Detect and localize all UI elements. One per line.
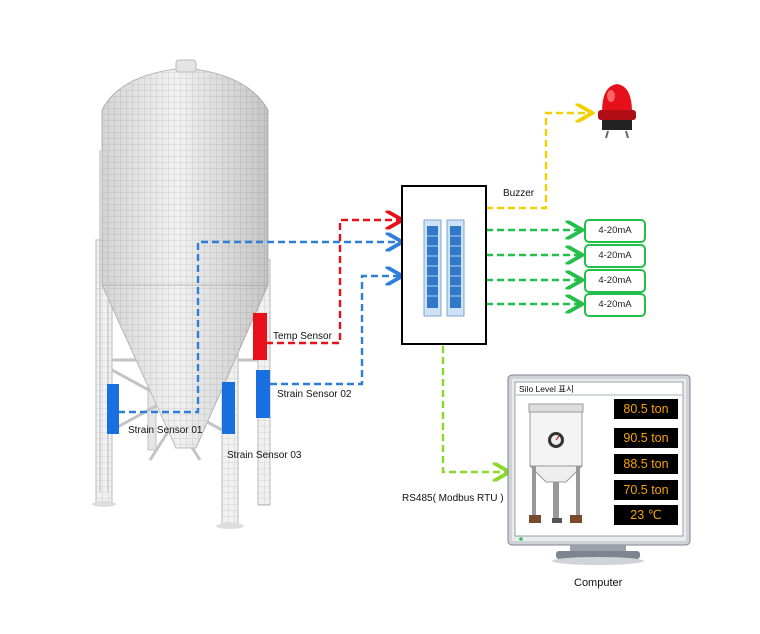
strain-sensor-02-label: Strain Sensor 02 bbox=[277, 389, 352, 400]
buzzer-link bbox=[486, 113, 590, 210]
silo-illustration bbox=[92, 59, 271, 529]
temp-sensor bbox=[253, 313, 267, 360]
connection-lines bbox=[118, 113, 590, 472]
weight-readout: 80.5 ton bbox=[614, 399, 678, 419]
strain-sensor-01-label: Strain Sensor 01 bbox=[128, 425, 203, 436]
output-4-20ma-box: 4-20mA bbox=[584, 269, 646, 293]
controller-box bbox=[401, 185, 487, 345]
strain-sensor-03-label: Strain Sensor 03 bbox=[227, 450, 302, 461]
silo-roof-cap bbox=[175, 59, 197, 73]
strain-sensor-01 bbox=[107, 384, 119, 434]
buzzer-label: Buzzer bbox=[503, 188, 535, 199]
weight-readout: 70.5 ton bbox=[614, 480, 678, 500]
strain-01-link bbox=[118, 242, 400, 414]
computer-caption: Computer bbox=[574, 577, 623, 589]
temp-link bbox=[266, 220, 400, 345]
weight-readout: 90.5 ton bbox=[614, 428, 678, 448]
alarm-light-icon bbox=[598, 84, 636, 139]
strain-sensor-02 bbox=[256, 370, 270, 418]
monitor-title: Silo Level 표시 bbox=[519, 384, 574, 394]
silo-ladder bbox=[99, 150, 109, 492]
temperature-readout: 23 ℃ bbox=[614, 505, 678, 525]
weight-readout: 88.5 ton bbox=[614, 454, 678, 474]
output-4-20ma-box: 4-20mA bbox=[584, 244, 646, 268]
rs485-label: RS485( Modbus RTU ) bbox=[402, 493, 504, 504]
output-4-20ma-box: 4-20mA bbox=[584, 293, 646, 317]
output-4-20ma-box: 4-20mA bbox=[584, 219, 646, 243]
strain-02-link bbox=[270, 276, 400, 386]
rs485-link bbox=[441, 346, 507, 472]
strain-sensor-03 bbox=[222, 382, 235, 434]
temp-sensor-label: Temp Sensor bbox=[273, 331, 332, 342]
